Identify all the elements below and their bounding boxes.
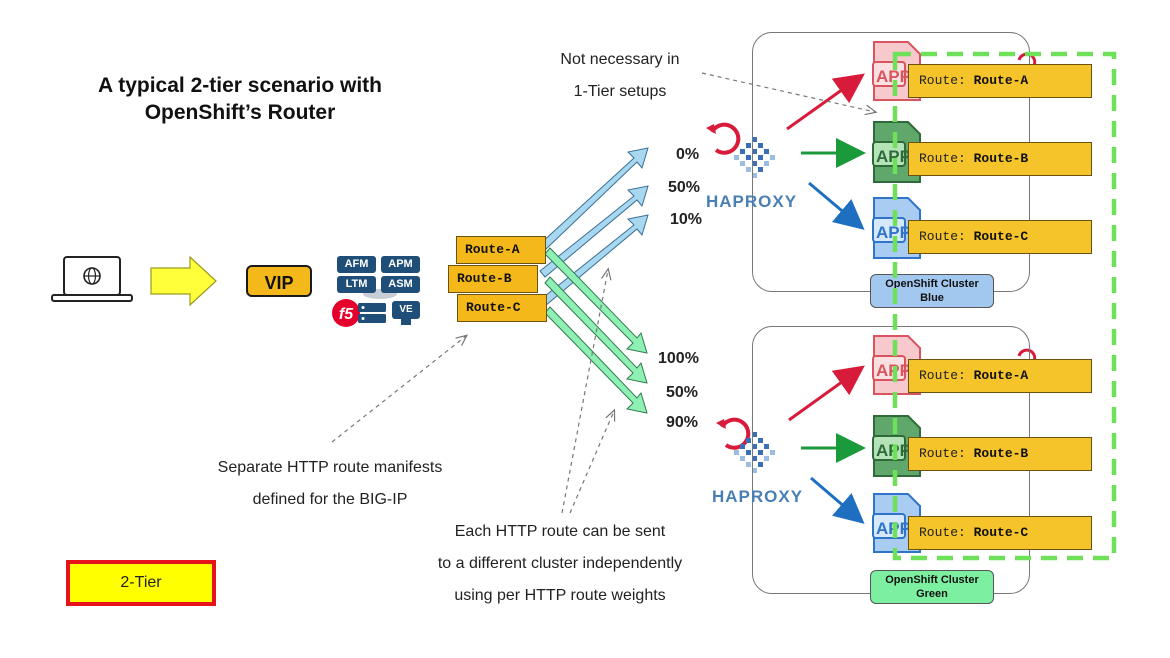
svg-text:f5: f5	[339, 306, 354, 323]
laptop-icon	[51, 256, 133, 302]
haproxy-icon-green	[716, 417, 775, 473]
haproxy-to-app-c-arrow-green	[810, 476, 865, 524]
haproxy-to-app-c-arrow	[808, 181, 865, 230]
cluster-blue-label: OpenShift Cluster Blue	[870, 274, 994, 308]
weight-blue-b: 50%	[668, 179, 701, 196]
page-title: A typical 2-tier scenario with OpenShift…	[98, 74, 382, 124]
bigip-route-a: Route-A	[456, 236, 546, 264]
haproxy-to-app-a-arrow	[786, 73, 865, 131]
annotation-not-necessary: Not necessary in 1-Tier setups	[560, 51, 680, 100]
route-box-blue-b: Route: Route-B	[908, 142, 1092, 176]
weight-blue-c: 10%	[670, 211, 703, 228]
tier-badge: 2-Tier	[66, 560, 216, 606]
f5-logo-icon: f5	[332, 299, 360, 327]
haproxy-label-blue: HAPROXY	[706, 192, 798, 211]
client-to-vip-arrow	[150, 255, 217, 307]
module-apm: APM	[381, 256, 420, 273]
bigip-route-c: Route-C	[457, 294, 547, 322]
bigip-to-blue-arrows	[539, 147, 649, 307]
route-box-green-c: Route: Route-C	[908, 516, 1092, 550]
server-icon	[358, 303, 386, 323]
callout-not-necessary	[701, 72, 875, 112]
route-box-blue-c: Route: Route-C	[908, 220, 1092, 254]
callout-each-route-2	[569, 411, 614, 514]
haproxy-label-green: HAPROXY	[712, 487, 804, 506]
ve-stand	[401, 319, 411, 325]
annotation-each-route: Each HTTP route can be sent to a differe…	[437, 523, 683, 604]
bigip-to-green-arrows	[544, 247, 648, 414]
weight-blue-a: 0%	[676, 146, 700, 163]
vip-badge: VIP	[246, 265, 312, 297]
weight-green-c: 90%	[666, 414, 699, 431]
weight-green-a: 100%	[658, 350, 699, 367]
callout-separate-manifests	[331, 336, 466, 443]
callout-each-route-1	[561, 270, 608, 514]
module-afm: AFM	[337, 256, 376, 273]
route-box-green-a: Route: Route-A	[908, 359, 1092, 393]
cluster-green-label: OpenShift Cluster Green	[870, 570, 994, 604]
annotation-separate-manifests: Separate HTTP route manifests defined fo…	[217, 459, 443, 508]
route-box-green-b: Route: Route-B	[908, 437, 1092, 471]
bigip-route-b: Route-B	[448, 265, 538, 293]
haproxy-to-app-a-arrow-green	[788, 365, 865, 422]
module-asm: ASM	[381, 276, 420, 293]
route-box-blue-a: Route: Route-A	[908, 64, 1092, 98]
haproxy-icon-blue	[706, 122, 775, 178]
module-ltm: LTM	[337, 276, 376, 293]
ve-badge: VE	[392, 301, 420, 319]
weight-green-b: 50%	[666, 384, 699, 401]
